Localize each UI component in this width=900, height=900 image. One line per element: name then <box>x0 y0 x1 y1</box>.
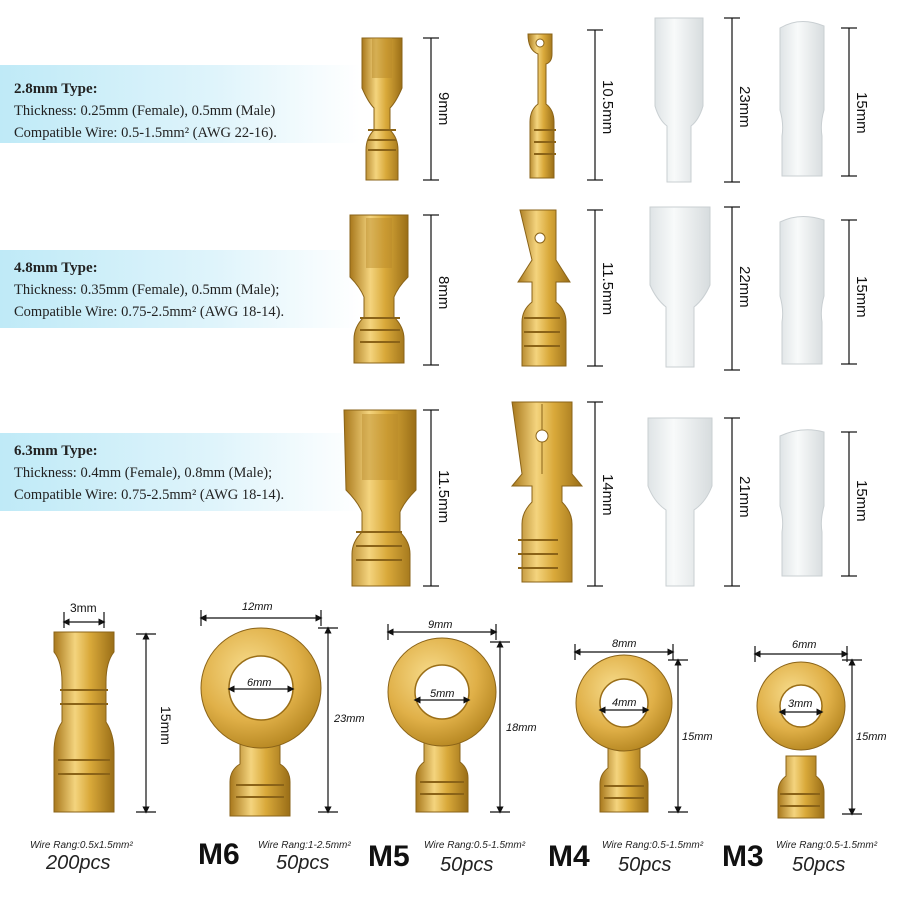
spec-thickness: Thickness: 0.25mm (Female), 0.5mm (Male) <box>14 103 276 119</box>
dim-sleeve-m-2-8: 15mm <box>853 92 870 134</box>
m3-size-label: M3 <box>722 840 764 873</box>
m6-outer-label: 12mm <box>242 601 273 613</box>
male-terminal-4-8 <box>517 209 571 367</box>
m6-size-label: M6 <box>198 838 240 871</box>
m5-inner-label: 5mm <box>430 688 455 700</box>
sleeve-female-2-8 <box>654 17 704 183</box>
female-terminal-2-8 <box>361 37 403 181</box>
dim-female-2-8: 9mm <box>435 92 452 126</box>
m6-inner-label: 6mm <box>247 677 272 689</box>
spec-block-2-8: 2.8mm Type: Thickness: 0.25mm (Female), … <box>14 78 277 144</box>
m6-length-label: 23mm <box>334 713 365 725</box>
dim-male-6-3: 14mm <box>599 474 616 516</box>
sleeve-male-6-3 <box>779 429 825 577</box>
ring-terminal-m6 <box>200 627 322 817</box>
spec-thickness: Thickness: 0.35mm (Female), 0.5mm (Male)… <box>14 282 280 298</box>
m5-length-label: 18mm <box>506 722 537 734</box>
spec-wire: Compatible Wire: 0.75-2.5mm² (AWG 18-14)… <box>14 304 285 320</box>
butt-length-label: 15mm <box>158 706 174 745</box>
spec-thickness: Thickness: 0.4mm (Female), 0.8mm (Male); <box>14 465 273 481</box>
ring-terminal-m5 <box>387 637 497 813</box>
sleeve-male-4-8 <box>779 216 825 365</box>
m3-outer-label: 6mm <box>792 639 817 651</box>
female-terminal-6-3 <box>343 409 417 587</box>
m3-wire-range: Wire Rang:0.5-1.5mm² <box>776 840 878 851</box>
m5-pcs: 50pcs <box>440 854 494 876</box>
butt-width-label: 3mm <box>70 601 97 615</box>
male-terminal-6-3 <box>510 401 584 583</box>
dim-sleeve-f-2-8: 23mm <box>736 86 753 128</box>
spec-band-3 <box>0 433 360 511</box>
dim-female-6-3: 11.5mm <box>435 470 452 524</box>
dim-male-4-8: 11.5mm <box>599 262 616 316</box>
m4-outer-label: 8mm <box>612 638 637 650</box>
m5-outer-label: 9mm <box>428 619 453 631</box>
dim-sleeve-m-6-3: 15mm <box>853 480 870 522</box>
m3-pcs: 50pcs <box>792 854 846 876</box>
dim-female-4-8: 8mm <box>435 276 452 310</box>
spec-wire: Compatible Wire: 0.75-2.5mm² (AWG 18-14)… <box>14 487 285 503</box>
m4-pcs: 50pcs <box>618 854 672 876</box>
butt-wire-range: Wire Rang:0.5x1.5mm² <box>30 840 133 851</box>
m4-size-label: M4 <box>548 840 590 873</box>
dim-sleeve-f-4-8: 22mm <box>736 266 753 308</box>
dim-sleeve-m-4-8: 15mm <box>853 276 870 318</box>
spec-title: 4.8mm Type: <box>14 260 98 276</box>
spec-block-6-3: 6.3mm Type: Thickness: 0.4mm (Female), 0… <box>14 440 284 506</box>
spec-title: 2.8mm Type: <box>14 81 98 97</box>
dim-sleeve-f-6-3: 21mm <box>736 476 753 518</box>
m6-wire-range: Wire Rang:1-2.5mm² <box>258 840 351 851</box>
ring-terminal-m3 <box>756 661 846 819</box>
sleeve-female-4-8 <box>649 206 711 368</box>
m6-pcs: 50pcs <box>276 852 330 874</box>
male-terminal-2-8 <box>527 33 556 179</box>
female-terminal-4-8 <box>349 214 409 364</box>
butt-pcs: 200pcs <box>46 852 111 874</box>
m5-size-label: M5 <box>368 840 410 873</box>
m3-length-label: 15mm <box>856 731 887 743</box>
spec-band-1 <box>0 65 360 143</box>
sleeve-female-6-3 <box>647 417 713 587</box>
ring-terminal-m4 <box>575 654 673 813</box>
spec-band-2 <box>0 250 360 328</box>
m4-inner-label: 4mm <box>612 697 637 709</box>
dim-male-2-8: 10.5mm <box>599 80 616 135</box>
spec-title: 6.3mm Type: <box>14 443 98 459</box>
spec-block-4-8: 4.8mm Type: Thickness: 0.35mm (Female), … <box>14 257 284 323</box>
sleeve-male-2-8 <box>779 21 825 177</box>
m4-wire-range: Wire Rang:0.5-1.5mm² <box>602 840 704 851</box>
m3-inner-label: 3mm <box>788 698 813 710</box>
spec-wire: Compatible Wire: 0.5-1.5mm² (AWG 22-16). <box>14 125 277 141</box>
m5-wire-range: Wire Rang:0.5-1.5mm² <box>424 840 526 851</box>
m4-length-label: 15mm <box>682 731 713 743</box>
butt-connector <box>53 631 115 813</box>
